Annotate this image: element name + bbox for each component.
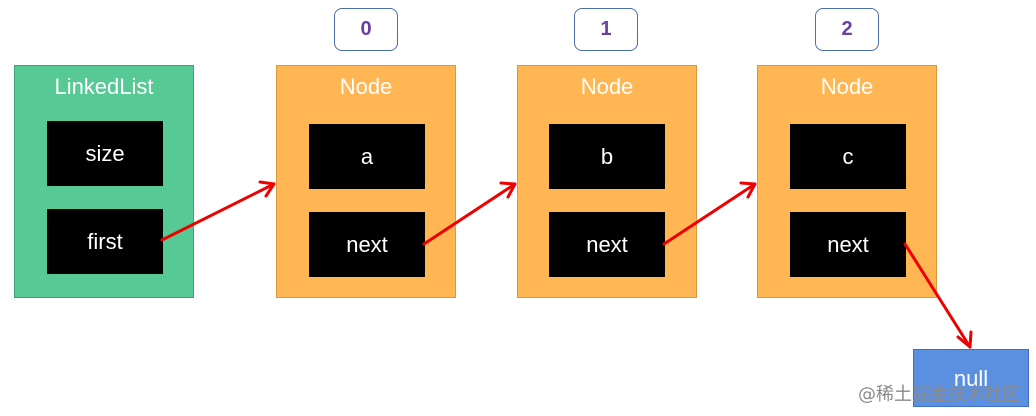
node-next-field: next [309,212,425,277]
node-box-2: Node c next [757,65,937,298]
node-value-field: c [790,124,906,189]
arrow-node-1-to-node-2 [662,181,757,246]
node-next-field: next [790,212,906,277]
node-title: Node [339,74,393,99]
node-value-field: b [549,124,665,189]
linkedlist-box: LinkedList size first [14,65,194,298]
node-value-field: a [309,124,425,189]
node-title: Node [580,74,634,99]
arrow-node-2-to-null [903,242,973,349]
node-index-2: 2 [815,8,879,51]
arrow-node-0-to-node-1 [422,181,517,246]
linkedlist-title: LinkedList [54,74,154,99]
watermark: @稀土掘金技术社区 [858,384,1020,405]
node-index-1: 1 [574,8,638,51]
node-title: Node [820,74,874,99]
null-box: null [913,349,1029,407]
arrow-first-to-node-0 [160,180,276,242]
node-box-1: Node b next [517,65,697,298]
node-index-0: 0 [334,8,398,51]
size-field: size [47,121,163,186]
node-next-field: next [549,212,665,277]
node-box-0: Node a next [276,65,456,298]
first-field: first [47,209,163,274]
